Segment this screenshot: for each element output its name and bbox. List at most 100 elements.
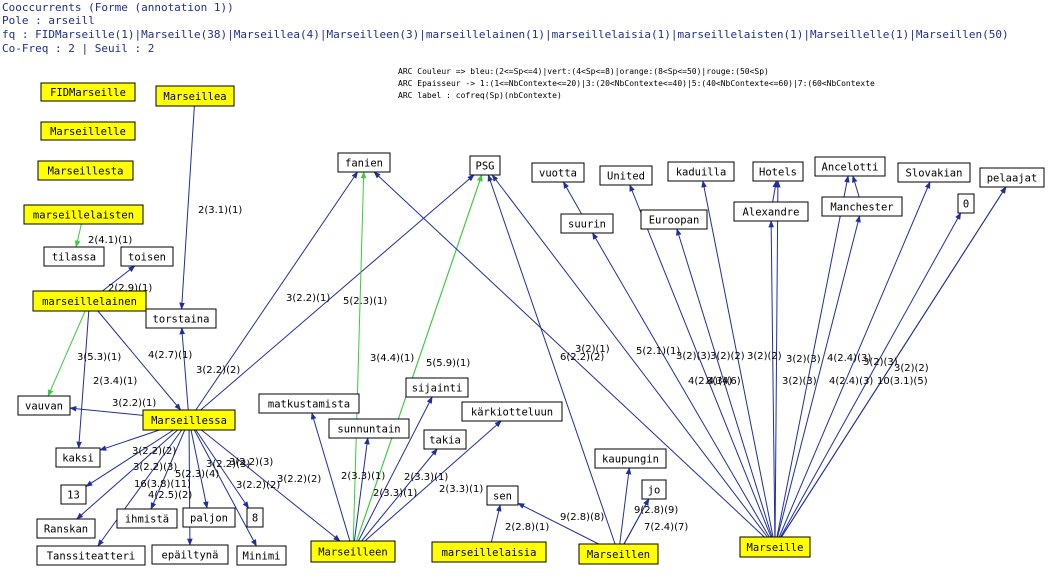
node-box (37, 160, 134, 181)
node-box (560, 213, 614, 234)
edge-label: 2(3.3)(1) (404, 472, 448, 483)
node-label: 13 (67, 490, 80, 502)
node-marseillelainen: marseillelainen (32, 290, 147, 312)
edge-Marseilleen-takia (361, 448, 438, 542)
node-label: suurin (568, 219, 606, 231)
node-box (641, 479, 667, 500)
node-label: ihmistä (125, 514, 169, 526)
node-box (55, 447, 101, 468)
node-box (733, 201, 809, 222)
node-label: FIDMarseille (50, 87, 126, 99)
edge-label: 2(4.1)(1) (88, 235, 132, 246)
node-box (258, 393, 360, 414)
node-Marseillea: Marseillea (155, 85, 235, 107)
edge-label: 5(5.9)(1) (426, 358, 470, 369)
node-box (486, 485, 519, 506)
node-Marseillen: Marseillen (578, 543, 659, 565)
edge-Marseillessa-PSG (200, 174, 475, 411)
node-box (36, 545, 146, 566)
node-box (957, 193, 975, 214)
edge-Marseille-suurin (592, 232, 770, 538)
node-Minimi: Minimi (236, 545, 287, 566)
edge-label: 3(2.2)(2) (196, 365, 240, 376)
node-jo: jo (641, 479, 667, 500)
node-Tanssiteatteri: Tanssiteatteri (36, 545, 146, 566)
node-torstaina: torstaina (145, 308, 217, 329)
edge-label: 2(3.3)(1) (439, 484, 483, 495)
node-box (578, 543, 659, 565)
edge-Marseillessa-Tanssiteatteri (97, 429, 183, 547)
node-label: Marseillen (587, 549, 650, 561)
node-box (116, 508, 178, 529)
node-box (40, 121, 136, 141)
pole-line: Pole : arseill (2, 14, 95, 27)
edge-label: 4(2.4)(3) (829, 376, 873, 387)
node-box (405, 377, 469, 398)
node-box (23, 204, 144, 225)
node-sijainti: sijainti (405, 377, 469, 398)
edge-Marseillen-sen (517, 502, 599, 545)
edge-label: 3(2)(2) (710, 351, 745, 362)
node-toisen: toisen (120, 246, 174, 267)
node-Marseilleen: Marseilleen (310, 540, 396, 563)
node-label: toisen (128, 252, 166, 264)
node-13: 13 (60, 484, 87, 505)
node-box (337, 152, 391, 173)
node-label: marseillelainen (42, 296, 137, 308)
node-Marseille: Marseille (739, 536, 811, 558)
edge-marseillelainen-vauvan (47, 310, 86, 397)
node-label: Ranskan (44, 524, 88, 536)
edge-label: 3(2.2)(3) (229, 457, 273, 468)
edge-label: 3(4.4)(1) (370, 353, 414, 364)
edge-label: 6(2.2)(2) (560, 352, 604, 363)
node-box (310, 540, 396, 563)
edge-label: 3(2.2)(1) (286, 293, 330, 304)
edge-Marseillessa-paljon (190, 429, 209, 509)
edge-label: 10(3.1)(5) (877, 376, 928, 387)
node-label: Alexandre (743, 207, 800, 219)
node-label: takia (429, 435, 461, 447)
edge-label: 9(2.8)(8) (560, 512, 604, 523)
edge-label: 4(2.5)(2) (148, 490, 192, 501)
edge-label: 3(2)(3) (782, 376, 817, 387)
edge-Marseille-kaduilla (701, 180, 774, 538)
edge-suurin-vuotta (562, 181, 583, 215)
node-takia: takia (423, 429, 467, 450)
edge-Marseille-Ancelotti (776, 175, 850, 538)
edge-label: 3(2.2)(3) (206, 459, 250, 470)
node-box (461, 401, 563, 422)
edge-label: 3(2.2)(2) (236, 480, 280, 491)
node-label: Marseillessa (151, 415, 227, 427)
edge-label: 3(2.2)(1) (112, 398, 156, 409)
edge-label: 4(2.4)(3) (827, 353, 871, 364)
edge-label: 4(2.4)(4) (688, 376, 732, 387)
edge-label: 5(2.1)(1) (636, 346, 680, 357)
node-label: Slovakian (906, 168, 963, 180)
edge-label: 3(2)(1) (575, 344, 610, 355)
legend-thickness: ARC Epaisseur -> 1:(1<=NbContexte<=20)|3… (398, 79, 875, 88)
node-kaksi: kaksi (55, 447, 101, 468)
node-label: Marseilleen (318, 547, 388, 559)
edge-Marseillessa-torstaina (179, 327, 189, 411)
node-ihmista: ihmistä (116, 508, 178, 529)
edge-Marseille-fanien (373, 171, 765, 538)
edge-Marseille-PSG (491, 174, 768, 538)
node-box (531, 162, 585, 183)
edge-label: 2(3.4)(1) (93, 376, 137, 387)
node-fanien: fanien (337, 152, 391, 173)
edge-label: 3(5.3)(1) (77, 352, 121, 363)
edge-Marseilleen-karkiotteluun (364, 420, 502, 542)
node-8: 8 (246, 507, 264, 528)
node-label: vauvan (25, 401, 63, 413)
node-box (814, 156, 886, 177)
node-label: kaksi (62, 453, 94, 465)
edge-Marseilleen-matkustamista (310, 412, 351, 542)
node-box (145, 308, 217, 329)
node-FIDMarseille: FIDMarseille (40, 82, 136, 102)
edge-Marseillessa-kaksi (99, 429, 160, 451)
node-label: kaupungin (602, 454, 659, 466)
edge-Marseillen-PSG (487, 174, 616, 545)
edge-label: 3(2)(3) (676, 351, 711, 362)
edge-label: 2(3.1)(1) (198, 205, 242, 216)
node-box (599, 165, 653, 186)
